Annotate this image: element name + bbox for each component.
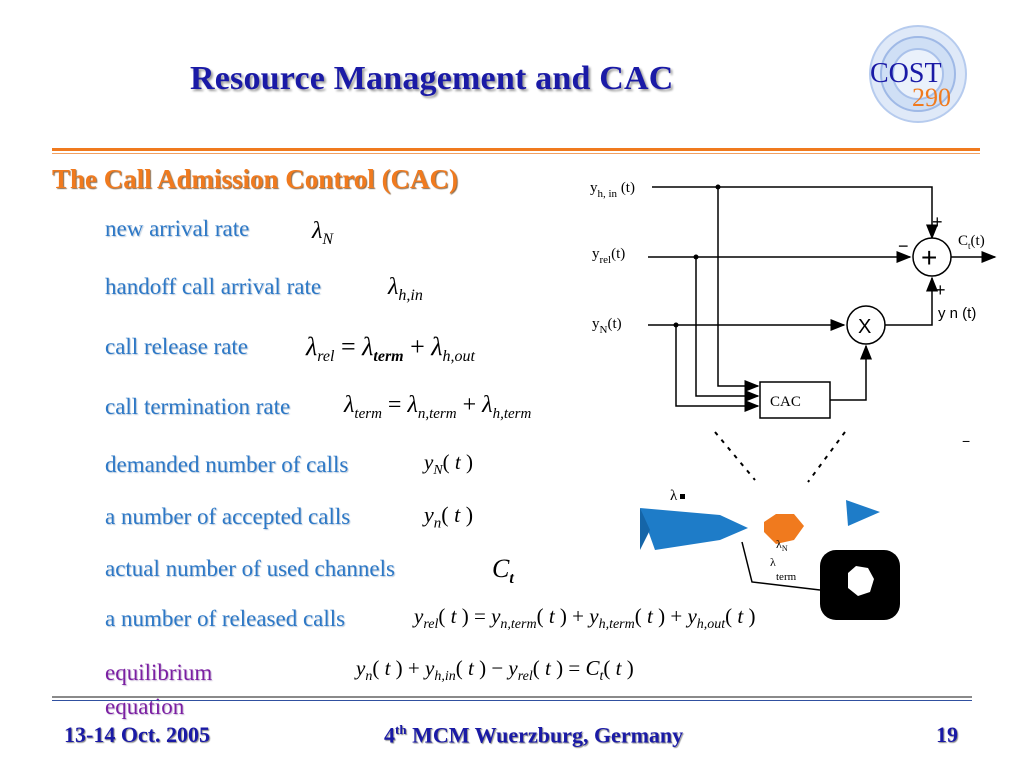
input-label-yrel: yrel(t) bbox=[592, 246, 625, 266]
footer-divider-thin bbox=[52, 700, 972, 701]
item-released-calls: a number of released calls bbox=[105, 606, 346, 631]
formula-lambda-h-in: λh,in bbox=[388, 274, 423, 304]
cac-block-diagram: yh, in (t) yrel(t) yN(t) + + − + Ct(t) X… bbox=[590, 180, 997, 620]
formula-Ct: Ct bbox=[492, 554, 514, 588]
item-new-arrival-rate: new arrival rate bbox=[105, 216, 250, 241]
footer-event-number: 4 bbox=[384, 722, 395, 748]
formula-equilibrium: yn( t ) + yh,in( t ) − yrel( t ) = Ct( t… bbox=[356, 656, 634, 685]
formula-lambda-term: λterm = λn,term + λh,term bbox=[344, 392, 532, 422]
formula-yN-t: yN( t ) bbox=[424, 450, 474, 479]
footer-event-text: MCM Wuerzburg, Germany bbox=[406, 722, 684, 748]
formula-yn-t: yn( t ) bbox=[424, 502, 474, 532]
sum-symbol: + bbox=[921, 242, 937, 273]
cost-290-logo: COST 290 bbox=[860, 18, 980, 128]
item-call-termination-rate: call termination rate bbox=[105, 394, 291, 419]
section-subtitle: The Call Admission Control (CAC) bbox=[52, 164, 459, 194]
item-handoff-arrival-rate: handoff call arrival rate bbox=[105, 274, 322, 299]
stray-dash: − bbox=[962, 433, 970, 449]
input-label-yh-in: yh, in (t) bbox=[590, 180, 635, 200]
footer-divider bbox=[52, 696, 972, 698]
lambda-n-label: λN bbox=[776, 537, 788, 553]
footer-date: 13-14 Oct. 2005 bbox=[64, 722, 211, 747]
footer-event: 4th MCM Wuerzburg, Germany bbox=[384, 722, 683, 748]
logo-text-cost: COST bbox=[870, 58, 942, 89]
cac-block bbox=[759, 381, 831, 419]
formula-lambda-rel: λrel = λterm + λh,out bbox=[306, 332, 475, 366]
item-used-channels: actual number of used channels bbox=[105, 556, 395, 581]
header-divider-thin bbox=[52, 153, 980, 154]
input-label-yN: yN(t) bbox=[592, 316, 622, 336]
footer-event-sup: th bbox=[395, 722, 407, 737]
sign-plus-bottom: + bbox=[935, 280, 946, 300]
slide-title: Resource Management and CAC bbox=[190, 60, 674, 97]
item-accepted-calls: a number of accepted calls bbox=[105, 504, 351, 529]
sign-minus: − bbox=[898, 236, 909, 256]
lambda-label: λ bbox=[670, 488, 678, 504]
output-label-Ct: Ct(t) bbox=[958, 233, 985, 251]
svg-text:term: term bbox=[776, 571, 797, 583]
multiply-symbol: X bbox=[858, 316, 871, 338]
sign-plus-top: + bbox=[932, 212, 943, 232]
formula-lambda-n: λN bbox=[312, 218, 334, 248]
orange-cell-shape bbox=[764, 514, 804, 544]
output-label-yn: y n (t) bbox=[938, 305, 976, 322]
item-call-release-rate: call release rate bbox=[105, 334, 248, 359]
page-number: 19 bbox=[936, 722, 958, 747]
logo-text-290: 290 bbox=[912, 83, 951, 112]
item-equilibrium-equation: equilibrium equation bbox=[105, 660, 213, 719]
lambda-term-label: λ bbox=[770, 555, 776, 569]
header-divider bbox=[52, 148, 980, 151]
cac-label: CAC bbox=[770, 394, 801, 410]
blue-cell-shape bbox=[640, 508, 748, 550]
item-demanded-calls: demanded number of calls bbox=[105, 452, 349, 477]
formula-yrel: yrel( t ) = yn,term( t ) + yh,term( t ) … bbox=[414, 604, 756, 633]
